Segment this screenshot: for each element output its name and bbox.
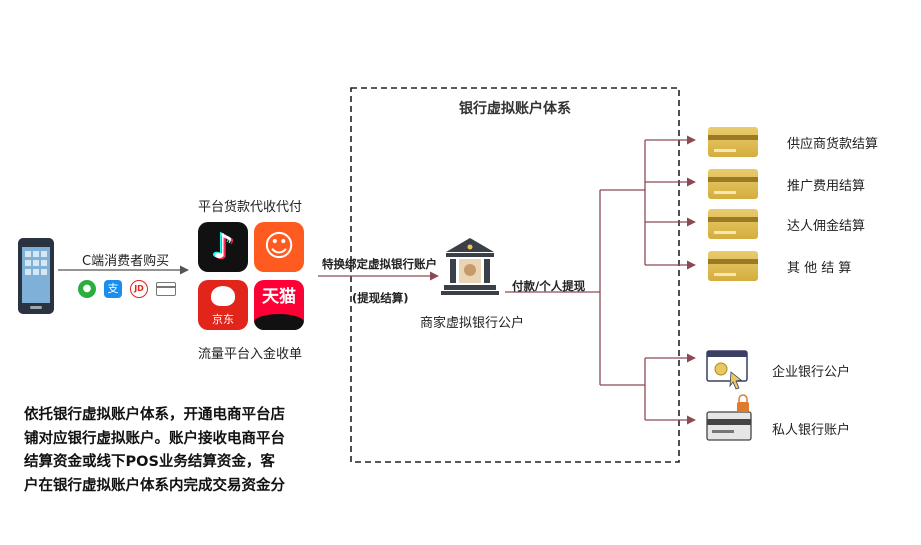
- settlement-card-icon: [708, 127, 758, 157]
- payment-methods: ● 支 JD: [78, 280, 176, 298]
- virtual-system-title: 银行虚拟账户体系: [459, 101, 571, 117]
- douyin-app-icon: ♪: [198, 222, 248, 272]
- kuaishou-app-icon: ☺: [254, 222, 304, 272]
- description-line: 户在银行虚拟账户体系内完成交易资金分: [24, 477, 285, 494]
- settlement-label-commission: 达人佣金结算: [787, 219, 866, 234]
- transfer-arrow-bottom-label: (提现结算): [352, 291, 409, 305]
- settlement-card-icon: [708, 251, 758, 281]
- platform-bottom-label: 流量平台入金收单: [198, 347, 303, 362]
- merchant-account-label: 商家虚拟银行公户: [420, 316, 525, 331]
- out-arrow-label: 付款/个人提现: [512, 279, 586, 293]
- enterprise-account-label: 企业银行公户: [772, 365, 851, 380]
- settlement-card-icon: [708, 209, 758, 239]
- card-pay-icon: [156, 282, 176, 296]
- distribution-lines: [599, 135, 696, 425]
- description-paragraph: 依托银行虚拟账户体系，开通电商平台店 铺对应银行虚拟账户。账户接收电商平台 结算…: [24, 404, 354, 498]
- description-line: 依托银行虚拟账户体系，开通电商平台店: [24, 407, 285, 423]
- wechat-pay-icon: ●: [78, 280, 96, 298]
- settlement-card-icon: [708, 169, 758, 199]
- settlement-label-other: 其 他 结 算: [787, 261, 852, 276]
- consumer-purchase-label: C端消费者购买: [82, 254, 170, 269]
- settlement-label-promotion: 推广费用结算: [787, 179, 866, 194]
- alipay-icon: 支: [104, 280, 122, 298]
- transfer-arrow-top-label: 特换绑定虚拟银行账户: [322, 257, 437, 271]
- description-line: 铺对应银行虚拟账户。账户接收电商平台: [24, 430, 285, 447]
- enterprise-account-icon: [706, 350, 748, 390]
- bank-icon: [441, 238, 499, 295]
- jingdong-app-icon: 京东: [198, 280, 248, 330]
- tmall-app-icon: 天猫: [254, 280, 304, 330]
- settlement-label-supplier: 供应商货款结算: [787, 137, 879, 152]
- jd-pay-icon: JD: [130, 280, 148, 298]
- virtual-system-box: [350, 87, 680, 463]
- phone-icon: [18, 238, 54, 314]
- private-account-label: 私人银行账户: [772, 423, 851, 438]
- platform-top-label: 平台货款代收代付: [198, 200, 303, 215]
- description-line: 结算资金或线下POS业务结算资金，客: [24, 454, 275, 470]
- private-account-icon: [706, 394, 752, 441]
